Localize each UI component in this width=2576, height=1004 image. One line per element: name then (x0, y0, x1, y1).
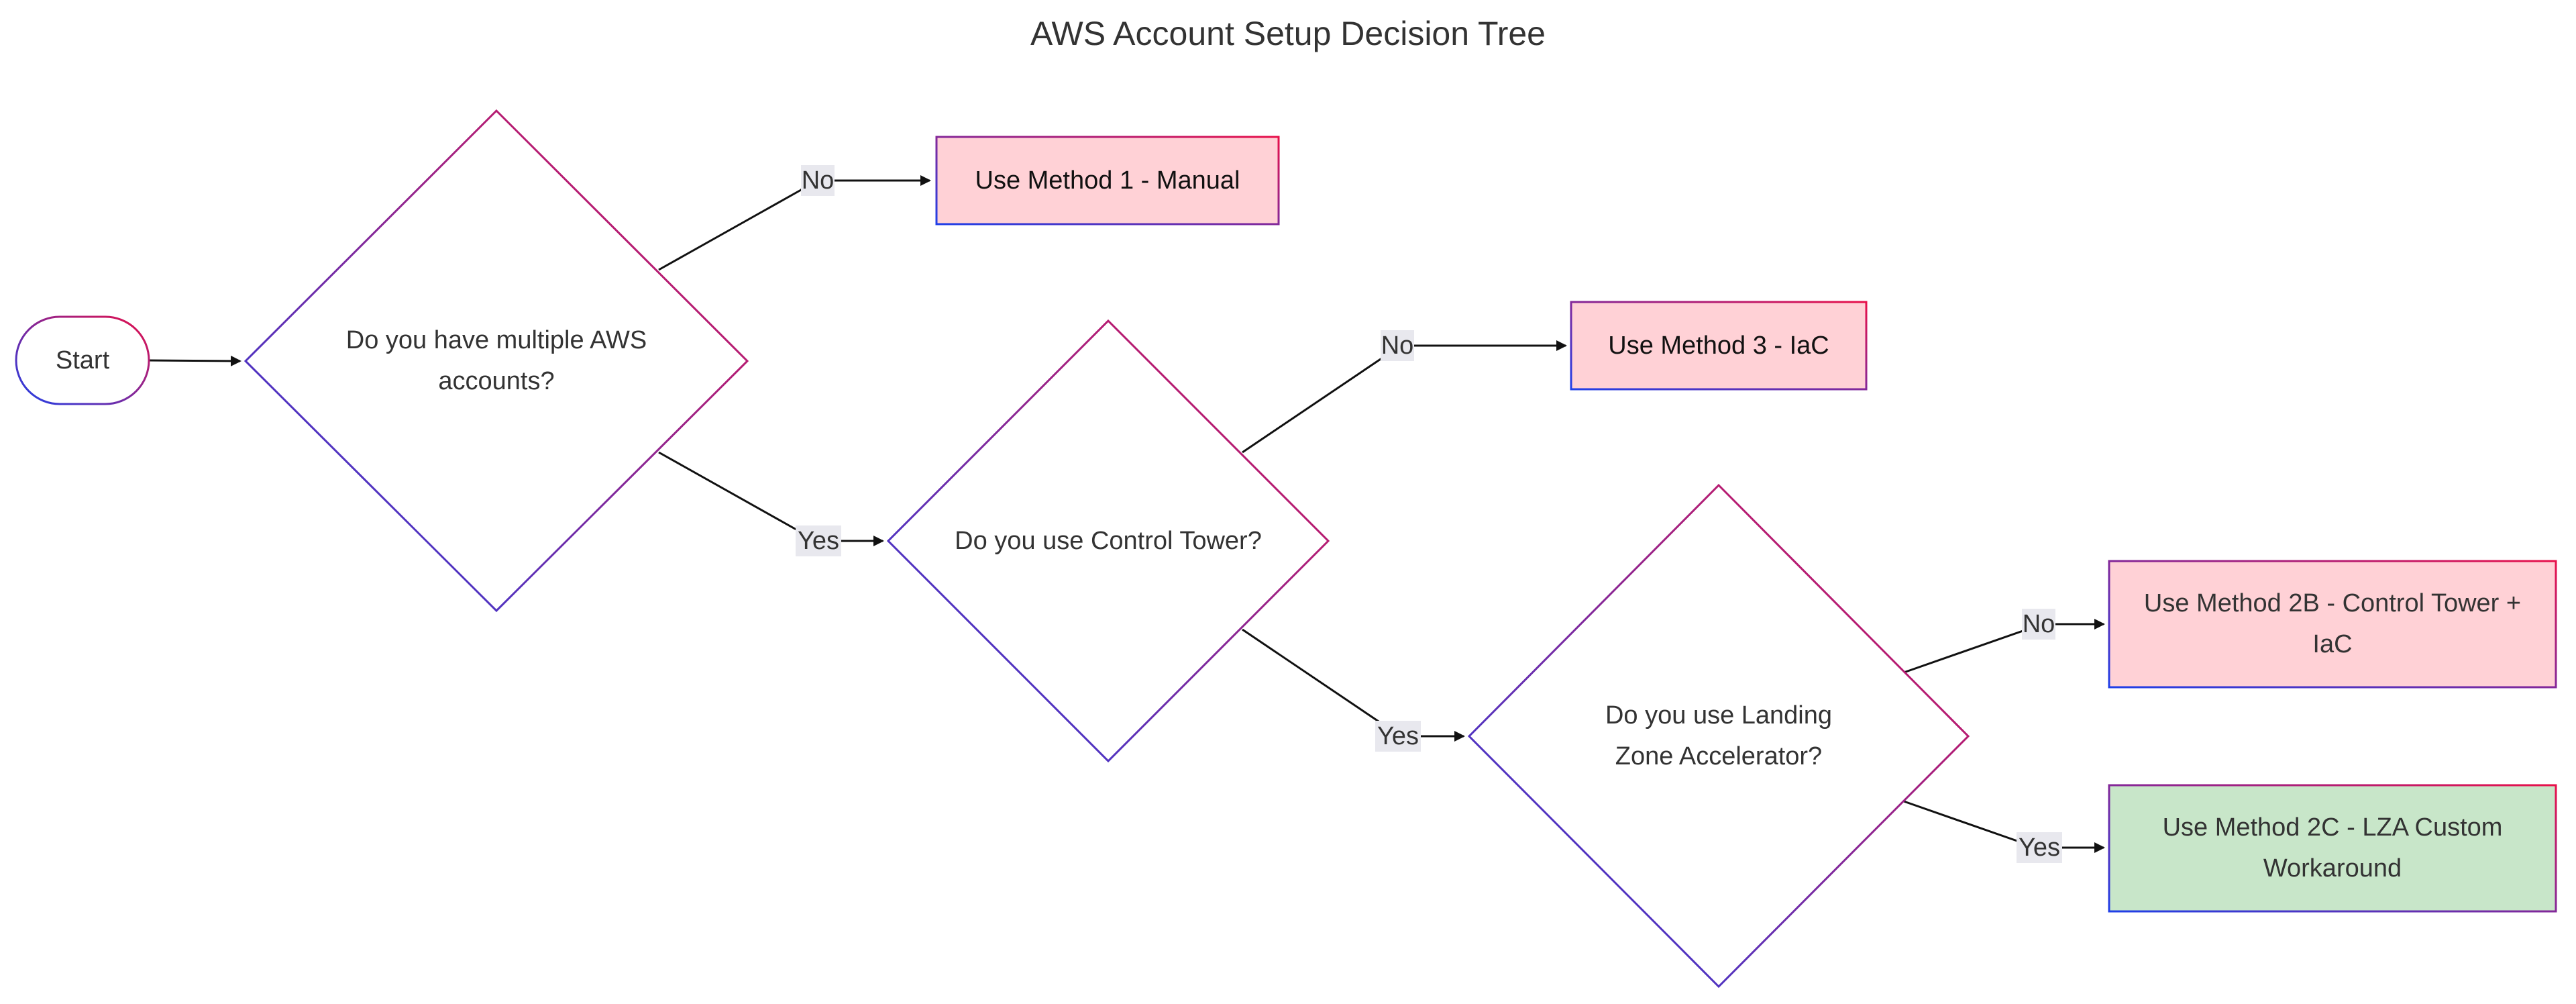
edge-label-multi-yes: Yes (796, 525, 841, 556)
start-node[interactable] (15, 315, 150, 405)
decision-control-tower[interactable] (886, 319, 1330, 763)
method-1-label: Use Method 1 - Manual (975, 166, 1240, 195)
edge-q-lza-no (1903, 619, 2105, 674)
edge-q-multi-yes (658, 451, 884, 546)
edge-q-ct-yes (1242, 628, 1465, 742)
q-landing-zone-label: Do you use Landing Zone Accelerator? (1605, 701, 1833, 770)
decision-multiple-accounts[interactable] (244, 109, 749, 613)
edge-q-lza-yes (1903, 800, 2105, 853)
method-3-label: Use Method 3 - IaC (1608, 331, 1829, 360)
edge-label-ct-yes: Yes (1375, 721, 1421, 752)
start-label: Start (55, 346, 110, 374)
edge-label-lza-no: No (2022, 609, 2055, 640)
method-1-box[interactable] (935, 136, 1280, 225)
method-3-box[interactable] (1570, 301, 1868, 391)
method-2c-box[interactable] (2108, 784, 2557, 913)
diagram-title: AWS Account Setup Decision Tree (1030, 15, 1546, 52)
edge-q-ct-no (1242, 340, 1567, 454)
q-multiple-accounts-label: Do you have multiple AWS accounts? (345, 326, 647, 395)
decision-landing-zone-accelerator[interactable] (1467, 483, 1970, 989)
edge-label-multi-no: No (801, 165, 835, 196)
edge-q-multi-no (658, 175, 931, 271)
method-2b-label: Use Method 2B - Control Tower + IaC (2143, 589, 2522, 658)
edge-label-lza-yes: Yes (2017, 832, 2062, 863)
edge-start-to-q-multi (148, 355, 241, 366)
edge-label-ct-no: No (1381, 330, 1414, 361)
method-2b-box[interactable] (2108, 560, 2557, 689)
method-2c-label: Use Method 2C - LZA Custom Workaround (2162, 813, 2503, 883)
q-control-tower-label: Do you use Control Tower? (955, 526, 1262, 555)
